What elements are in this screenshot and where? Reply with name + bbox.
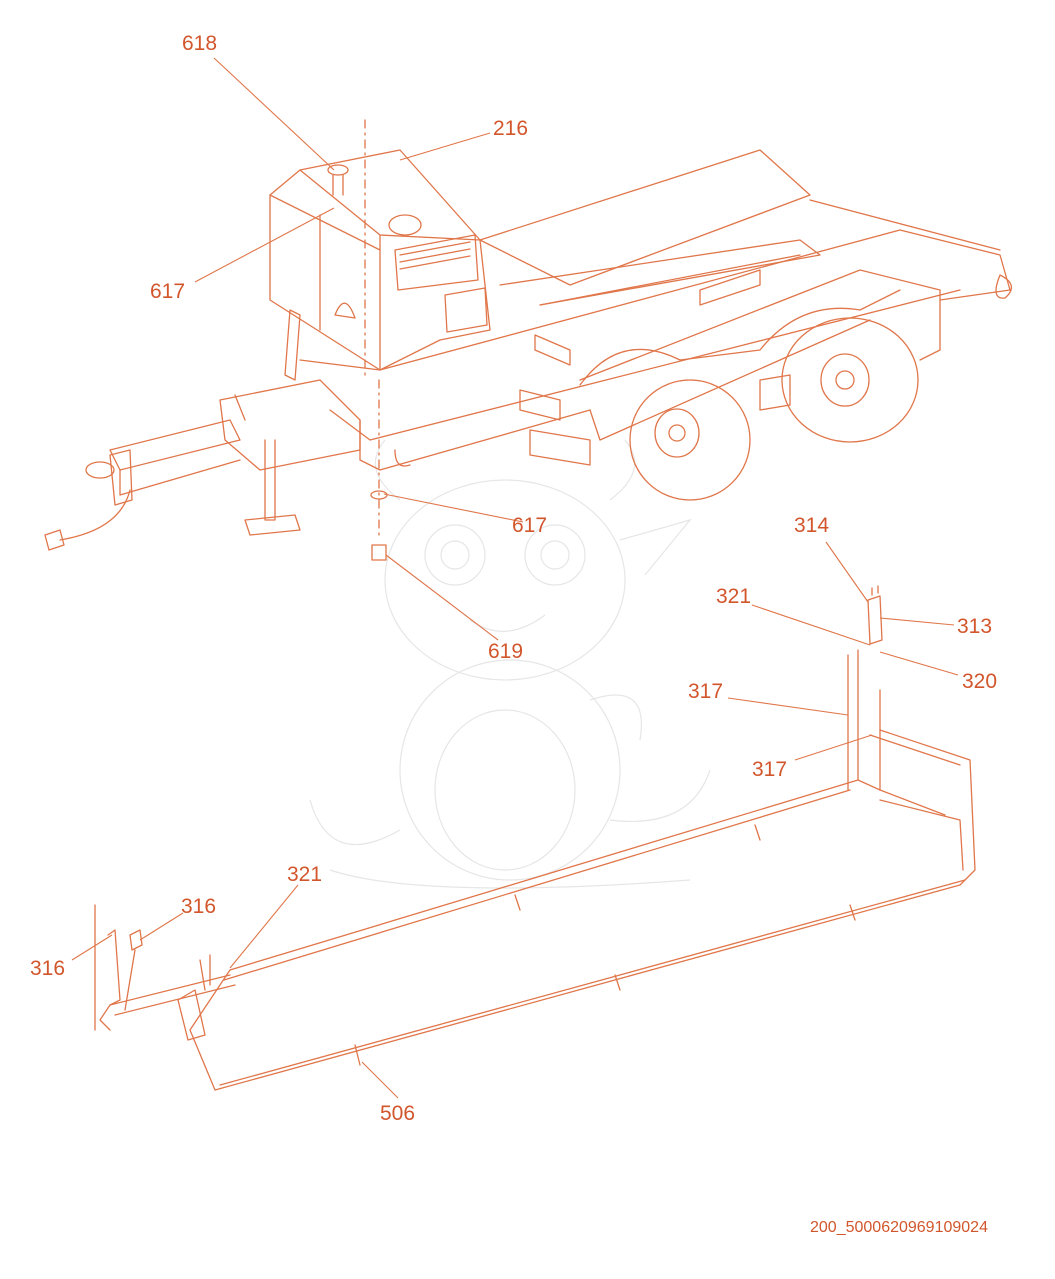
callout-314: 314 [794, 514, 830, 537]
callout-321-upper: 321 [716, 585, 752, 608]
trailer-frame [299, 149, 1012, 471]
engine-enclosure [269, 119, 491, 381]
callout-617-upper: 617 [150, 280, 186, 303]
wheels [579, 289, 919, 501]
callout-320: 320 [962, 670, 998, 693]
dragon-watermark [309, 439, 711, 889]
callout-617-lower: 617 [512, 514, 548, 537]
callout-317-lower: 317 [752, 758, 788, 781]
leader-lines [71, 57, 959, 1099]
tongue-and-hitch [44, 309, 361, 551]
callout-316-right: 316 [181, 895, 217, 918]
callout-506: 506 [380, 1102, 416, 1125]
callout-618: 618 [182, 32, 218, 55]
callout-317-upper: 317 [688, 680, 724, 703]
callout-313: 313 [957, 615, 993, 638]
callout-316-left: 316 [30, 957, 66, 980]
callout-321-lower: 321 [287, 863, 323, 886]
callout-619: 619 [488, 640, 524, 663]
drawing-code: 200_5000620969109024 [810, 1219, 988, 1236]
callout-216: 216 [493, 117, 529, 140]
fuel-line-harness [94, 585, 976, 1091]
